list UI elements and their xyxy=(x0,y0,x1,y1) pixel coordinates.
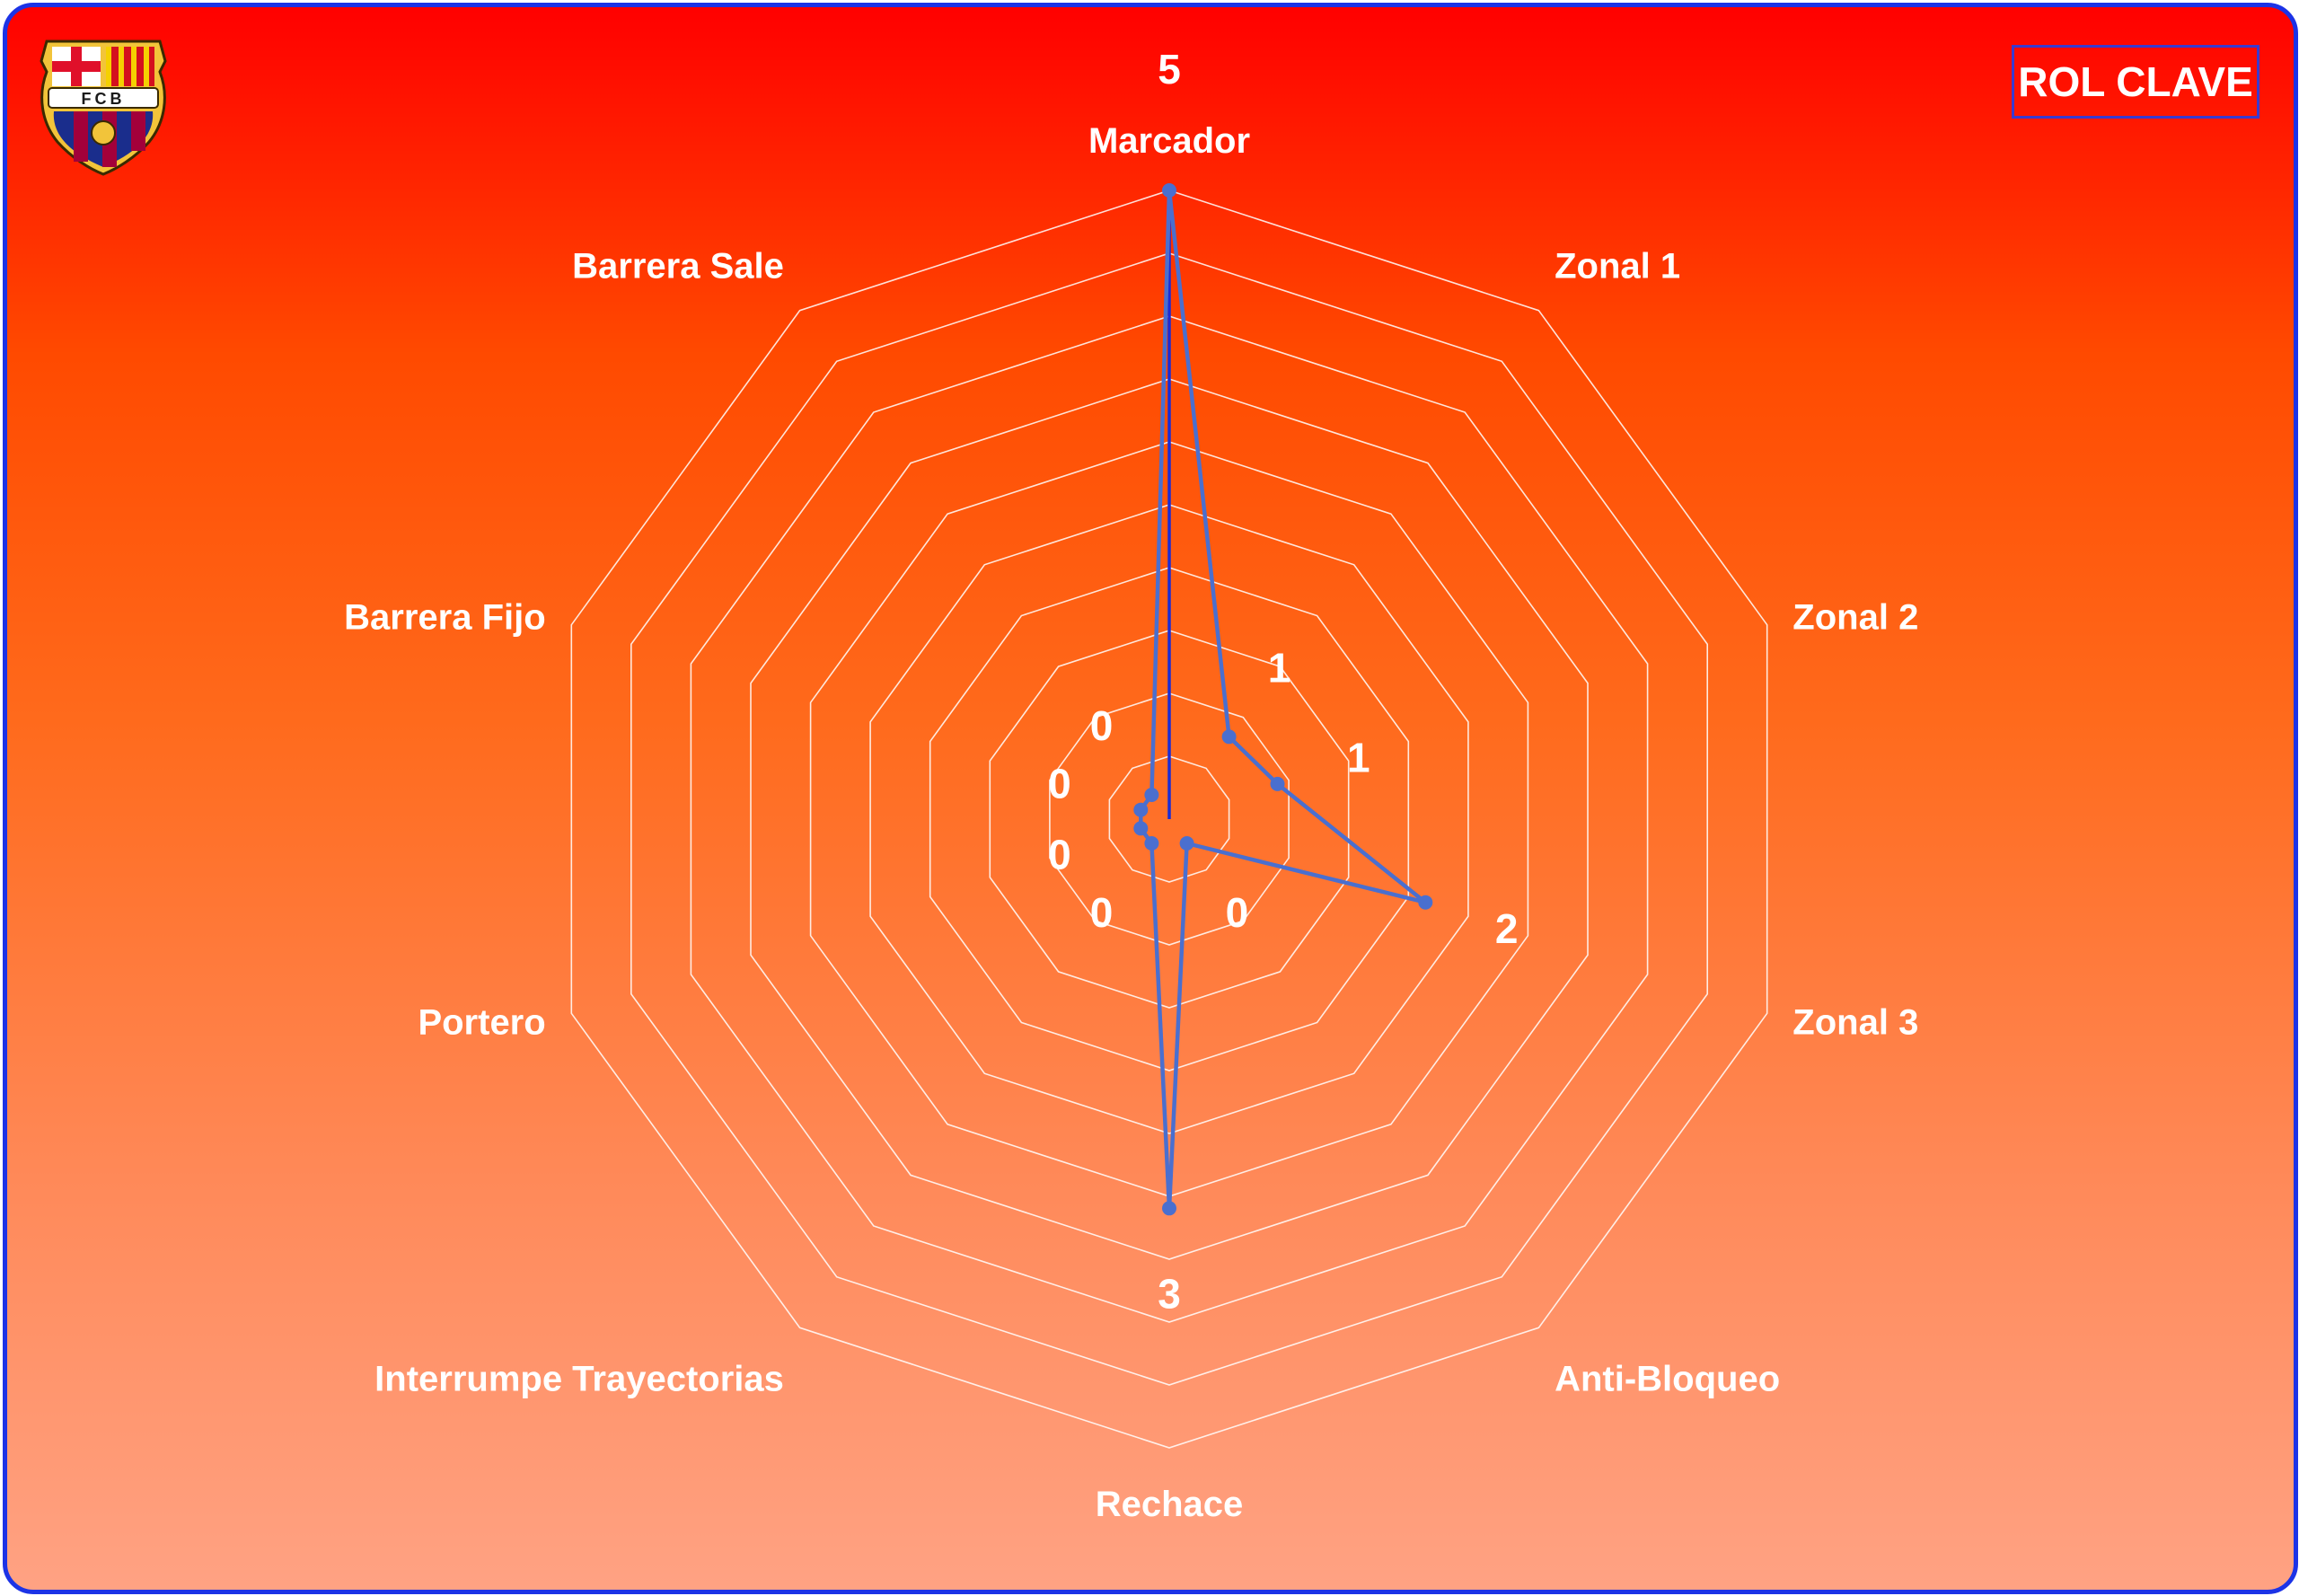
fc-barcelona-crest-icon: FCB xyxy=(40,40,167,176)
data-point-7 xyxy=(1133,821,1149,836)
data-label-0: 5 xyxy=(1158,46,1181,93)
rol-clave-badge: ROL CLAVE xyxy=(2012,45,2259,119)
grid-ring-5 xyxy=(869,504,1469,1134)
axis-label-3: Zonal 3 xyxy=(1793,1003,1918,1043)
data-label-8: 0 xyxy=(1048,760,1071,807)
data-point-3 xyxy=(1418,895,1433,910)
grid-ring-4 xyxy=(929,567,1410,1071)
data-label-1: 1 xyxy=(1268,645,1291,692)
data-point-6 xyxy=(1144,836,1159,851)
data-label-3: 2 xyxy=(1495,905,1519,952)
data-label-5: 3 xyxy=(1158,1270,1181,1317)
data-point-8 xyxy=(1133,802,1149,817)
axis-label-6: Interrumpe Trayectorias xyxy=(374,1360,784,1399)
grid-ring-9 xyxy=(630,252,1708,1386)
data-label-6: 0 xyxy=(1090,889,1114,936)
logo-text: FCB xyxy=(82,90,126,108)
grid-ring-8 xyxy=(690,315,1649,1323)
data-point-4 xyxy=(1179,836,1194,851)
grid-ring-3 xyxy=(989,630,1350,1009)
grid-ring-7 xyxy=(750,378,1589,1260)
data-point-2 xyxy=(1270,776,1285,791)
data-label-4: 0 xyxy=(1226,889,1249,936)
data-label-9: 0 xyxy=(1090,702,1114,749)
data-point-5 xyxy=(1162,1201,1176,1216)
axis-label-0: Marcador xyxy=(1088,121,1250,161)
grid-ring-10 xyxy=(570,190,1768,1449)
radar-series xyxy=(1133,183,1433,1216)
axis-label-1: Zonal 1 xyxy=(1555,246,1680,286)
grid-ring-1 xyxy=(1108,755,1230,883)
series-line xyxy=(1139,188,1428,1211)
data-point-9 xyxy=(1144,788,1159,802)
data-point-0 xyxy=(1162,183,1176,198)
axis-label-4: Anti-Bloqueo xyxy=(1555,1360,1780,1399)
data-label-7: 0 xyxy=(1048,832,1071,878)
axis-label-7: Portero xyxy=(418,1003,545,1043)
axis-label-2: Zonal 2 xyxy=(1793,597,1918,637)
grid-ring-2 xyxy=(1049,692,1290,946)
axis-label-5: Rechace xyxy=(1096,1485,1244,1524)
data-label-2: 1 xyxy=(1347,735,1370,781)
axis-label-8: Barrera Fijo xyxy=(344,597,546,637)
data-point-1 xyxy=(1221,729,1237,745)
axis-label-9: Barrera Sale xyxy=(572,246,784,286)
